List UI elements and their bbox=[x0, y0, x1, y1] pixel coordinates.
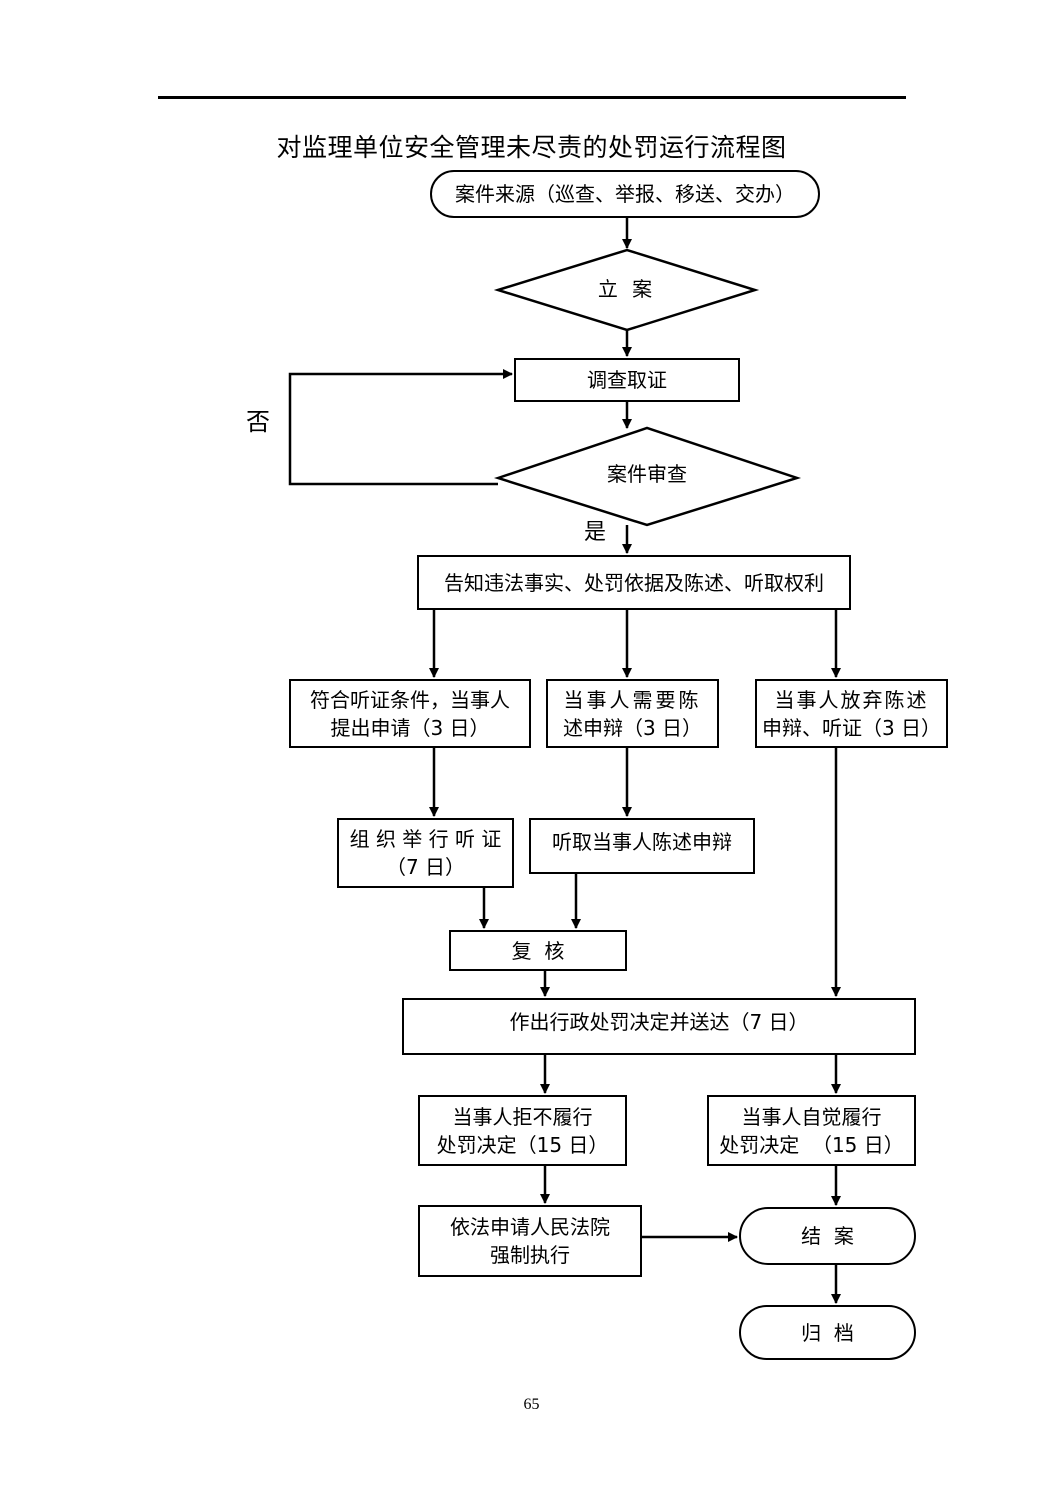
node-notify-rights: 告知违法事实、处罚依据及陈述、听取权利 bbox=[417, 555, 851, 610]
node-file-case-label: 立 案 bbox=[597, 277, 657, 301]
node-hold-hearing-line1: 组 织 举 行 听 证 bbox=[349, 827, 502, 851]
node-hear-statement-label: 听取当事人陈述申辩 bbox=[552, 830, 732, 854]
node-investigate-label: 调查取证 bbox=[587, 368, 667, 392]
label-yes: 是 bbox=[584, 520, 607, 545]
node-refuse-comply: 当事人拒不履行 处罚决定（15 日） bbox=[418, 1095, 627, 1166]
node-court-enforcement-line1: 依法申请人民法院 bbox=[450, 1215, 610, 1239]
node-waive-rights-line1: 当事人放弃陈述 bbox=[774, 687, 929, 712]
node-waive-rights-line2: 申辩、听证（3 日） bbox=[761, 715, 942, 740]
node-statement-need-line1: 当事人需要陈 bbox=[563, 687, 702, 712]
node-hold-hearing-line2: （7 日） bbox=[385, 855, 466, 879]
node-hearing-request: 符合听证条件，当事人 提出申请（3 日） bbox=[289, 679, 531, 748]
node-close-case-label: 结 案 bbox=[801, 1224, 854, 1248]
node-statement-need: 当事人需要陈 述申辩（3 日） bbox=[546, 679, 719, 748]
node-waive-rights: 当事人放弃陈述 申辩、听证（3 日） bbox=[755, 679, 948, 748]
page-title: 对监理单位安全管理未尽责的处罚运行流程图 bbox=[276, 133, 787, 162]
diamond-review bbox=[493, 426, 802, 527]
node-court-enforcement: 依法申请人民法院 强制执行 bbox=[418, 1205, 642, 1277]
node-voluntary-comply-line2: 处罚决定 （15 日） bbox=[719, 1132, 904, 1157]
node-recheck-label: 复 核 bbox=[511, 938, 565, 963]
node-penalty-decision-label: 作出行政处罚决定并送达（7 日） bbox=[509, 1010, 809, 1034]
node-statement-need-line2: 述申辩（3 日） bbox=[562, 715, 703, 740]
node-notify-rights-label: 告知违法事实、处罚依据及陈述、听取权利 bbox=[444, 570, 824, 595]
node-case-source: 案件来源（巡查、举报、移送、交办） bbox=[430, 170, 820, 218]
node-case-source-label: 案件来源（巡查、举报、移送、交办） bbox=[455, 182, 795, 206]
header-rule bbox=[158, 96, 906, 99]
node-hearing-request-line1: 符合听证条件，当事人 bbox=[310, 687, 510, 712]
node-recheck: 复 核 bbox=[449, 930, 627, 971]
node-archive-label: 归 档 bbox=[801, 1320, 854, 1345]
node-voluntary-comply: 当事人自觉履行 处罚决定 （15 日） bbox=[707, 1095, 916, 1166]
node-investigate: 调查取证 bbox=[514, 358, 740, 402]
node-court-enforcement-line2: 强制执行 bbox=[490, 1243, 570, 1267]
node-hear-statement: 听取当事人陈述申辩 bbox=[529, 818, 755, 874]
node-hearing-request-line2: 提出申请（3 日） bbox=[330, 715, 490, 740]
label-no: 否 bbox=[246, 408, 270, 436]
node-penalty-decision: 作出行政处罚决定并送达（7 日） bbox=[402, 998, 916, 1055]
node-close-case: 结 案 bbox=[739, 1207, 916, 1265]
page-number: 65 bbox=[523, 1396, 540, 1413]
node-voluntary-comply-line1: 当事人自觉履行 bbox=[741, 1104, 882, 1129]
node-review-label: 案件审查 bbox=[607, 462, 687, 486]
node-refuse-comply-line1: 当事人拒不履行 bbox=[452, 1104, 593, 1129]
node-hold-hearing: 组 织 举 行 听 证 （7 日） bbox=[337, 818, 514, 888]
node-refuse-comply-line2: 处罚决定（15 日） bbox=[436, 1132, 609, 1157]
node-archive: 归 档 bbox=[739, 1305, 916, 1360]
diamond-file-case bbox=[493, 248, 760, 332]
